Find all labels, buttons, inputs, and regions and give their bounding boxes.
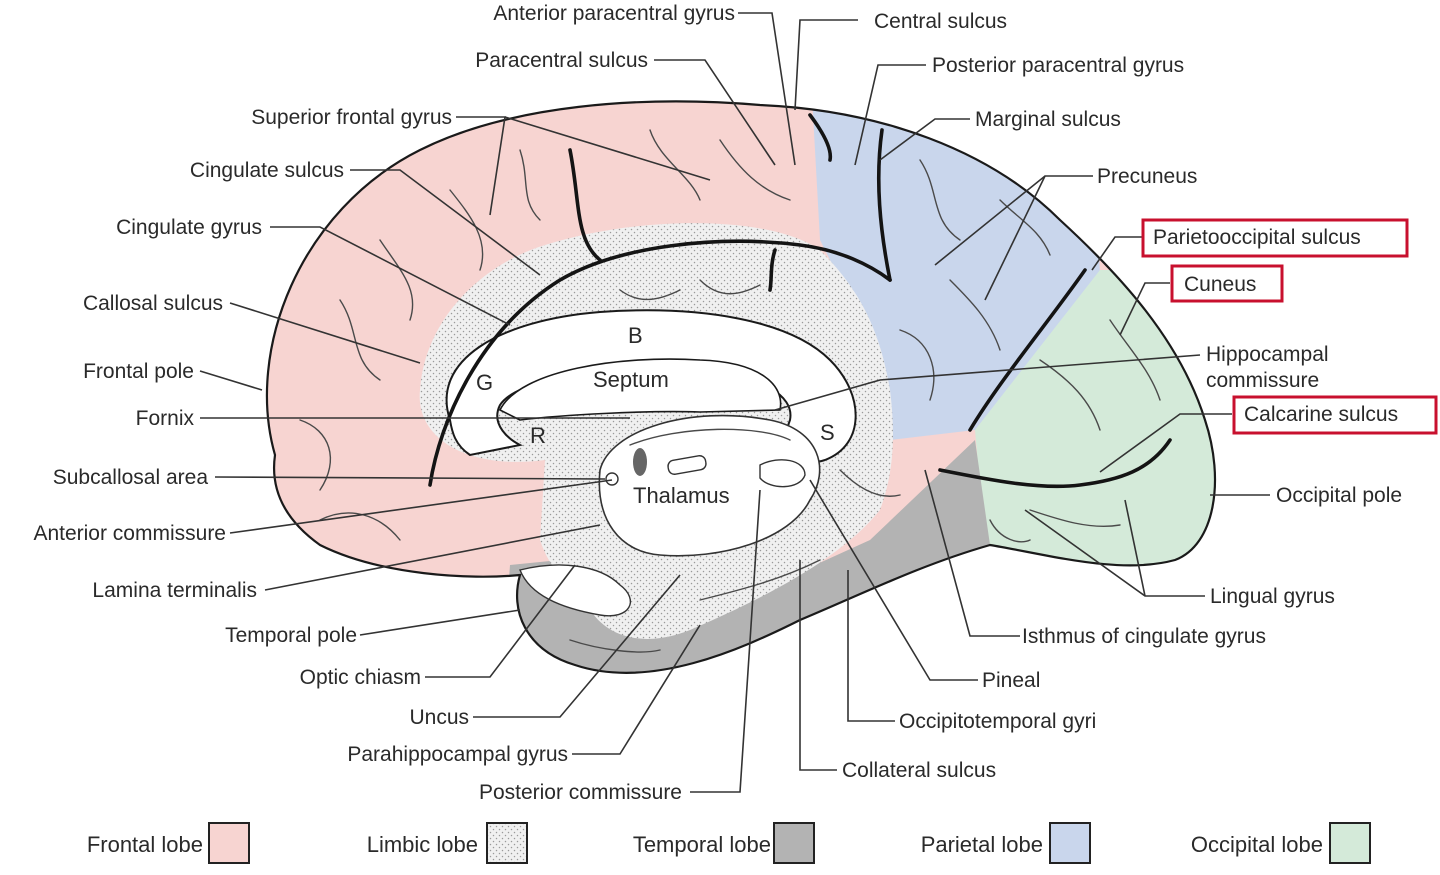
label-central-sulcus: Central sulcus bbox=[874, 10, 1007, 33]
legend-label-limbic: Limbic lobe bbox=[367, 832, 478, 857]
label-anterior-commissure: Anterior commissure bbox=[33, 522, 226, 545]
label-posterior-paracentral-gyrus: Posterior paracentral gyrus bbox=[932, 54, 1184, 77]
outer-labels: Anterior paracentral gyrus Central sulcu… bbox=[33, 2, 1402, 804]
highlight-boxes bbox=[1141, 218, 1438, 435]
label-anterior-paracentral-gyrus: Anterior paracentral gyrus bbox=[493, 2, 735, 25]
label-hippocampal-commissure-2: commissure bbox=[1206, 369, 1319, 392]
marginal-sulcus bbox=[876, 128, 892, 282]
label-superior-frontal-gyrus: Superior frontal gyrus bbox=[251, 106, 452, 129]
leader-lines bbox=[199, 12, 1270, 793]
label-parahippocampal-gyrus: Parahippocampal gyrus bbox=[347, 743, 568, 766]
calcarine-sulcus bbox=[938, 438, 1172, 489]
label-hippocampal-commissure-1: Hippocampal bbox=[1206, 343, 1329, 366]
legend-label-temporal: Temporal lobe bbox=[633, 832, 771, 857]
label-frontal-pole: Frontal pole bbox=[83, 360, 194, 383]
fornix-arc bbox=[629, 428, 791, 446]
label-collateral-sulcus: Collateral sulcus bbox=[842, 759, 996, 782]
legend-swatch-temporal bbox=[773, 822, 815, 864]
label-posterior-commissure: Posterior commissure bbox=[479, 781, 682, 804]
pineal-body bbox=[759, 459, 806, 488]
label-lamina-terminalis: Lamina terminalis bbox=[92, 579, 257, 602]
interthalamic-adhesion bbox=[667, 455, 707, 475]
inner-label-thalamus: Thalamus bbox=[633, 483, 730, 508]
inner-label-b: B bbox=[628, 323, 643, 348]
anterior-commissure-mark bbox=[605, 472, 619, 486]
label-uncus: Uncus bbox=[409, 706, 469, 729]
label-temporal-pole: Temporal pole bbox=[225, 624, 357, 647]
highlight-box-parietooccipital-sulcus bbox=[1141, 218, 1409, 258]
label-cingulate-gyrus: Cingulate gyrus bbox=[116, 216, 262, 239]
label-callosal-sulcus: Callosal sulcus bbox=[83, 292, 223, 315]
legend: Frontal lobe Limbic lobe Temporal lobe P… bbox=[87, 822, 1371, 864]
label-subcallosal-area: Subcallosal area bbox=[53, 466, 209, 489]
label-isthmus-of-cingulate-gyrus: Isthmus of cingulate gyrus bbox=[1022, 625, 1266, 648]
label-parietooccipital-sulcus: Parietooccipital sulcus bbox=[1153, 226, 1361, 249]
label-calcarine-sulcus: Calcarine sulcus bbox=[1244, 403, 1398, 426]
highlight-box-calcarine-sulcus bbox=[1232, 395, 1438, 435]
parietooccipital-sulcus bbox=[968, 268, 1087, 432]
label-cingulate-sulcus: Cingulate sulcus bbox=[190, 159, 344, 182]
temporal-lobe-region bbox=[500, 440, 1010, 673]
central-sulcus bbox=[808, 113, 833, 162]
mammillary-body bbox=[633, 448, 647, 476]
occipital-lobe-region bbox=[975, 270, 1216, 600]
legend-label-occipital: Occipital lobe bbox=[1191, 832, 1323, 857]
legend-swatch-parietal bbox=[1049, 822, 1091, 864]
legend-swatch-frontal bbox=[208, 822, 250, 864]
label-occipital-pole: Occipital pole bbox=[1276, 484, 1402, 507]
thalamus-area bbox=[598, 414, 821, 557]
label-occipitotemporal-gyri: Occipitotemporal gyri bbox=[899, 710, 1096, 733]
paracentral-sulcus bbox=[568, 148, 602, 262]
legend-label-parietal: Parietal lobe bbox=[921, 832, 1043, 857]
inner-label-g: G bbox=[476, 370, 493, 395]
legend-label-frontal: Frontal lobe bbox=[87, 832, 203, 857]
septum-pellucidum bbox=[498, 358, 782, 421]
label-paracentral-sulcus: Paracentral sulcus bbox=[475, 49, 648, 72]
label-marginal-sulcus: Marginal sulcus bbox=[975, 108, 1121, 131]
legend-swatch-limbic bbox=[486, 822, 528, 864]
label-precuneus: Precuneus bbox=[1097, 165, 1197, 188]
inner-label-septum: Septum bbox=[593, 367, 669, 392]
gyral-details bbox=[299, 129, 1161, 653]
label-optic-chiasm: Optic chiasm bbox=[300, 666, 421, 689]
label-pineal: Pineal bbox=[982, 669, 1040, 692]
legend-swatch-occipital bbox=[1329, 822, 1371, 864]
label-lingual-gyrus: Lingual gyrus bbox=[1210, 585, 1335, 608]
inner-label-r: R bbox=[530, 423, 546, 448]
label-fornix: Fornix bbox=[136, 407, 195, 430]
label-cuneus: Cuneus bbox=[1184, 273, 1256, 296]
inner-label-s: S bbox=[820, 420, 835, 445]
subparietal-branch bbox=[768, 248, 777, 292]
highlight-box-cuneus bbox=[1170, 264, 1284, 303]
cingulate-sulcus bbox=[428, 239, 892, 487]
